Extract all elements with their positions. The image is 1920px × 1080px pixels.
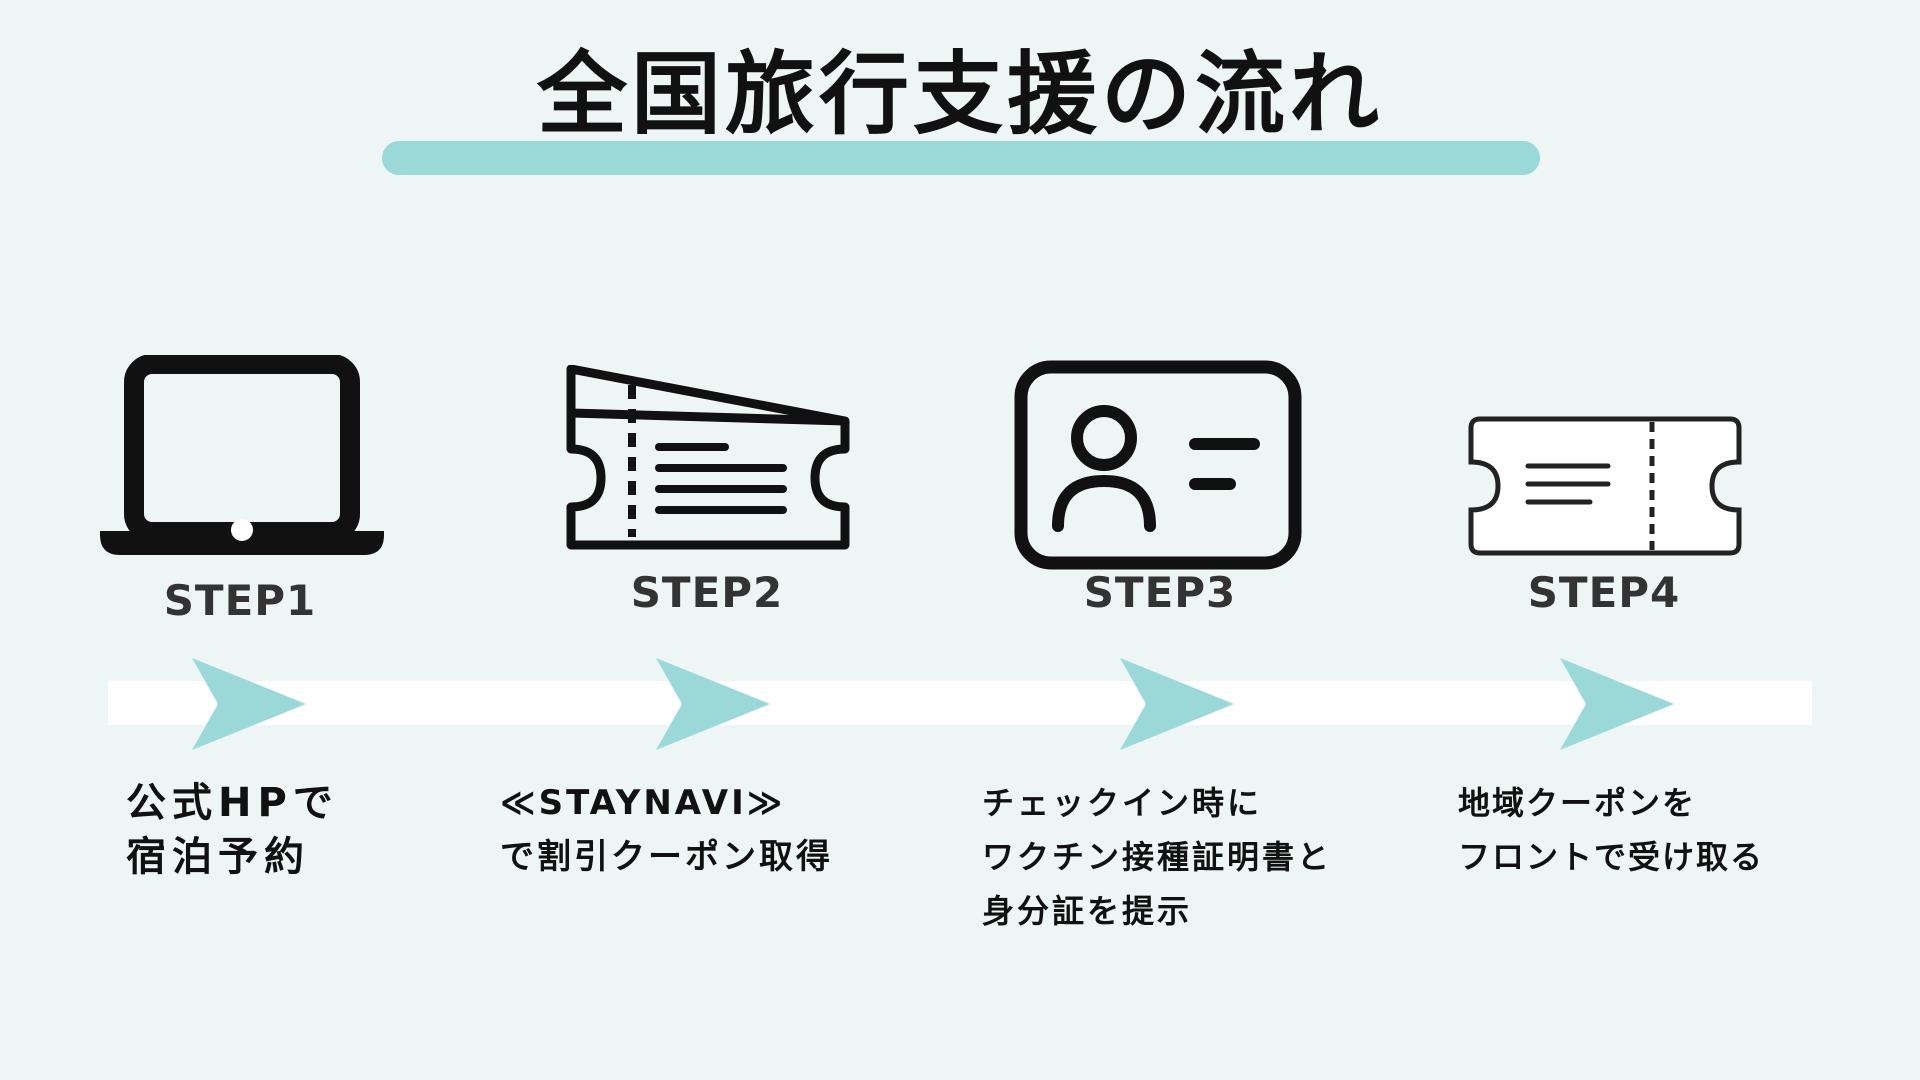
- laptop-icon: [100, 355, 384, 555]
- step-description: チェックイン時に ワクチン接種証明書と 身分証を提示: [982, 776, 1332, 938]
- page-title: 全国旅行支援の流れ: [537, 42, 1383, 147]
- ticket-icon: [1468, 416, 1742, 556]
- description-line: ワクチン接種証明書と: [982, 838, 1333, 876]
- arrow-icon: [192, 658, 306, 750]
- title-underline: [382, 141, 1540, 175]
- step-label: STEP1: [163, 576, 317, 625]
- description-line: 公式HPで: [126, 780, 339, 826]
- description-line: 地域クーポンを: [1458, 784, 1697, 822]
- step-description: ≪STAYNAVI≫ で割引クーポン取得: [500, 776, 833, 884]
- description-line: チェックイン時に: [982, 784, 1263, 822]
- description-line: ≪STAYNAVI≫: [500, 783, 786, 823]
- step-label: STEP2: [630, 568, 784, 617]
- description-line: フロントで受け取る: [1458, 838, 1765, 876]
- step-label: STEP3: [1083, 568, 1237, 617]
- description-line: 宿泊予約: [126, 834, 310, 880]
- step-description: 公式HPで 宿泊予約: [126, 776, 339, 884]
- description-line: で割引クーポン取得: [500, 837, 833, 877]
- id-card-icon: [1014, 360, 1302, 570]
- arrow-icon: [656, 658, 770, 750]
- timeline-bar: [108, 681, 1812, 725]
- description-line: 身分証を提示: [982, 892, 1193, 930]
- coupon-ticket-icon: [566, 365, 850, 550]
- arrow-icon: [1560, 658, 1674, 750]
- step-description: 地域クーポンを フロントで受け取る: [1458, 776, 1764, 884]
- step-label: STEP4: [1527, 568, 1681, 617]
- arrow-icon: [1120, 658, 1234, 750]
